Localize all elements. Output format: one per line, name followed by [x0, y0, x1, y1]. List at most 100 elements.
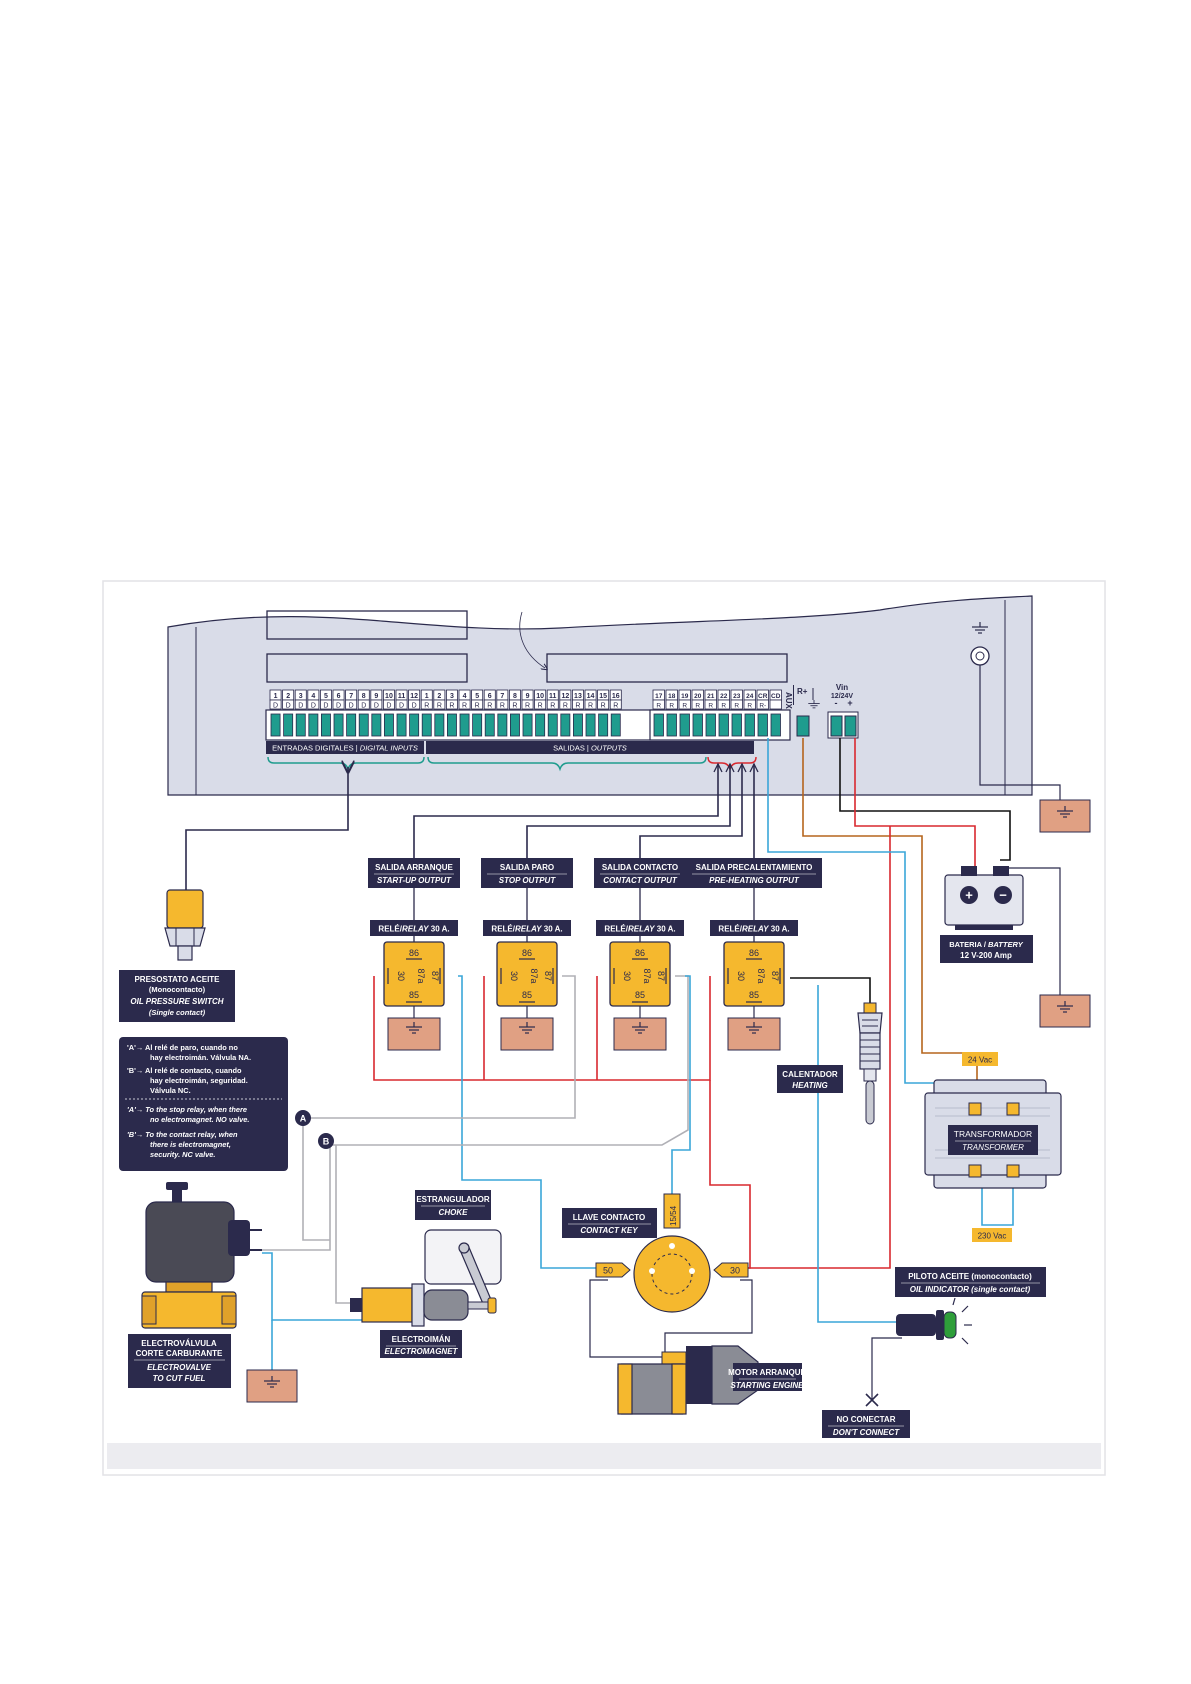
terminal-number: 21 — [707, 693, 715, 700]
svg-text:ELECTROVALVE: ELECTROVALVE — [147, 1363, 212, 1372]
terminal-type: R — [550, 703, 555, 710]
electromagnet-title: ELECTROIMÁN — [392, 1335, 451, 1344]
display-slot-2 — [266, 653, 468, 683]
relay-pin-87a: 87a — [529, 968, 539, 983]
svg-text:CONTACT KEY: CONTACT KEY — [580, 1226, 638, 1235]
terminal-input-12: 12D — [408, 689, 421, 737]
relay-label: RELÉ/RELAY 30 A. — [378, 925, 449, 934]
terminal-screw — [560, 713, 571, 737]
terminal-output-1: 1R — [420, 689, 433, 737]
terminal-number: 17 — [655, 693, 663, 700]
choke-title: ESTRANGULADOR — [416, 1195, 490, 1204]
footer-band — [107, 1443, 1101, 1469]
choke: ESTRANGULADOR CHOKE — [415, 1190, 502, 1307]
terminal-number: 22 — [720, 693, 728, 700]
terminal-type: R — [538, 703, 543, 710]
terminal-screw — [434, 713, 445, 737]
terminal-output-16: 16R — [609, 689, 622, 737]
terminal-type: R — [588, 703, 593, 710]
terminal-number: 6 — [337, 693, 341, 700]
relay-pin-30: 30 — [622, 971, 632, 981]
output-title: SALIDA ARRANQUE — [375, 863, 453, 872]
oil-pressure-switch: PRESOSTATO ACEITE (Monocontacto) OIL PRE… — [119, 889, 235, 1022]
terminal-screw — [598, 713, 609, 737]
relay-pin-86: 86 — [635, 948, 645, 958]
vin-plus-label: + — [847, 698, 852, 708]
terminal-screw — [396, 713, 407, 737]
terminal-input-8: 8D — [357, 689, 370, 737]
terminal-type: D — [386, 703, 391, 710]
svg-text:(Single contact): (Single contact) — [149, 1008, 206, 1017]
terminal-screw — [484, 713, 495, 737]
glow-plug-heater: CALENTADOR HEATING — [777, 1002, 883, 1125]
terminal-number: 5 — [324, 693, 328, 700]
terminal-output-2: 2R — [433, 689, 446, 737]
output-subtitle: STOP OUTPUT — [499, 876, 557, 885]
terminal-output-10: 10R — [534, 689, 547, 737]
relay-pin-87: 87 — [770, 971, 780, 981]
relay-label-box — [596, 920, 684, 936]
relay-pin-87a: 87a — [756, 968, 766, 983]
terminal-type: D — [349, 703, 354, 710]
terminal-output-12: 12R — [559, 689, 572, 737]
battery-title: BATERIA / BATTERY — [949, 940, 1023, 949]
terminal-type: R — [500, 703, 505, 710]
terminal-screw — [421, 713, 432, 737]
terminal-number: CD — [771, 693, 781, 700]
relay-pin-86: 86 — [749, 948, 759, 958]
terminal-type: R — [734, 703, 739, 710]
terminal-number: CR — [758, 693, 768, 700]
key-switch-title: LLAVE CONTACTO — [573, 1213, 645, 1222]
terminal-24: 24R — [743, 689, 756, 737]
terminal-number: 1 — [274, 693, 278, 700]
terminal-output-4: 4R — [458, 689, 471, 737]
terminal-type: D — [273, 703, 278, 710]
fuel-cutoff-electrovalve: ELECTROVÁLVULA CORTE CARBURANTE ELECTROV… — [128, 1182, 262, 1388]
notes-box: 'A'→ Al relé de paro, cuando no hay elec… — [119, 1037, 288, 1171]
svg-text:no electromagnet. NO valve.: no electromagnet. NO valve. — [150, 1115, 249, 1124]
terminal-number: 2 — [437, 693, 441, 700]
relay-label-box — [483, 920, 571, 936]
svg-text:ELECTROMAGNET: ELECTROMAGNET — [385, 1347, 459, 1356]
svg-text:+: + — [965, 888, 973, 903]
terminal-screw — [535, 713, 546, 737]
terminal-output-9: 9R — [521, 689, 534, 737]
transformer-out-label: 24 Vac — [968, 1056, 992, 1065]
terminal-number: 4 — [311, 693, 315, 700]
terminal-number: 10 — [536, 693, 544, 700]
svg-text:hay electroimán, seguridad.: hay electroimán, seguridad. — [150, 1076, 248, 1085]
terminal-type: R — [708, 703, 713, 710]
output-label-box — [594, 858, 686, 888]
terminal-screw — [770, 713, 781, 737]
terminal-output-3: 3R — [445, 689, 458, 737]
transformer-in-label: 230 Vac — [978, 1232, 1007, 1241]
starter-motor: MOTOR ARRANQUE STARTING ENGINE — [617, 1345, 807, 1415]
marker-a: A — [295, 1110, 311, 1126]
relay-pin-87: 87 — [656, 971, 666, 981]
terminal-type: R — [682, 703, 687, 710]
relay-pin-87: 87 — [430, 971, 440, 981]
note-b-en: 'B'→ To the contact relay, when — [127, 1130, 238, 1139]
outputs-brace — [427, 756, 707, 772]
terminal-number: 18 — [668, 693, 676, 700]
terminal-screw — [472, 713, 483, 737]
earth-terminal-icon — [970, 646, 990, 666]
terminal-input-10: 10D — [382, 689, 395, 737]
output-label-box — [686, 858, 822, 888]
relay-pin-87: 87 — [543, 971, 553, 981]
terminal-number: 23 — [733, 693, 741, 700]
svg-text:CORTE CARBURANTE: CORTE CARBURANTE — [136, 1349, 223, 1358]
ground-box-battery — [1039, 994, 1091, 1028]
output-label-box — [481, 858, 573, 888]
terminal-number: 16 — [612, 693, 620, 700]
rplus-label: R+ — [797, 687, 808, 696]
terminal-type: D — [286, 703, 291, 710]
relay-label: RELÉ/RELAY 30 A. — [718, 925, 789, 934]
terminal-number: 3 — [450, 693, 454, 700]
terminal-screw — [653, 713, 664, 737]
digital-inputs-label: ENTRADAS DIGITALES | DIGITAL INPUTS — [272, 744, 418, 753]
wiring — [185, 665, 1061, 1399]
terminal-type: D — [412, 703, 417, 710]
relay-pin-85: 85 — [749, 990, 759, 1000]
